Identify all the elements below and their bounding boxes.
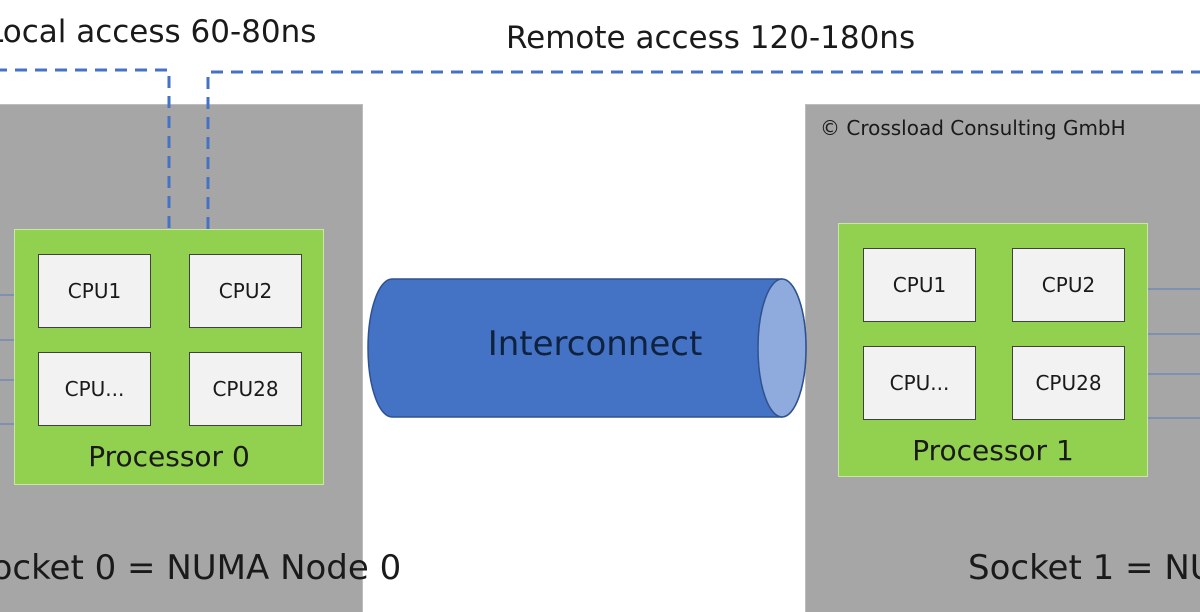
- socket-0-label: Socket 0 = NUMA Node 0: [0, 548, 402, 588]
- socket-1-cpu-2: CPU2: [1012, 248, 1125, 322]
- socket-1-cpu-28: CPU28: [1012, 346, 1125, 420]
- socket-1-label: Socket 1 = NUMA Node 1: [968, 548, 1200, 588]
- copyright-notice: © Crossload Consulting GmbH: [820, 116, 1126, 140]
- socket-1-cpu-ellipsis: CPU...: [863, 346, 976, 420]
- socket-0-cpu-ellipsis: CPU...: [38, 352, 151, 426]
- interconnect-label: Interconnect: [487, 324, 703, 364]
- socket-0-cpu-2: CPU2: [189, 254, 302, 328]
- socket-0-cpu-1: CPU1: [38, 254, 151, 328]
- socket-1-cpu-1: CPU1: [863, 248, 976, 322]
- processor-1-label: Processor 1: [912, 434, 1074, 467]
- interconnect-cylinder: [367, 278, 807, 418]
- interconnect-cap: [757, 278, 807, 418]
- socket-0-cpu-28: CPU28: [189, 352, 302, 426]
- local-access-label: Local access 60-80ns: [0, 14, 317, 50]
- remote-access-label: Remote access 120-180ns: [506, 20, 916, 56]
- processor-0-label: Processor 0: [88, 440, 250, 473]
